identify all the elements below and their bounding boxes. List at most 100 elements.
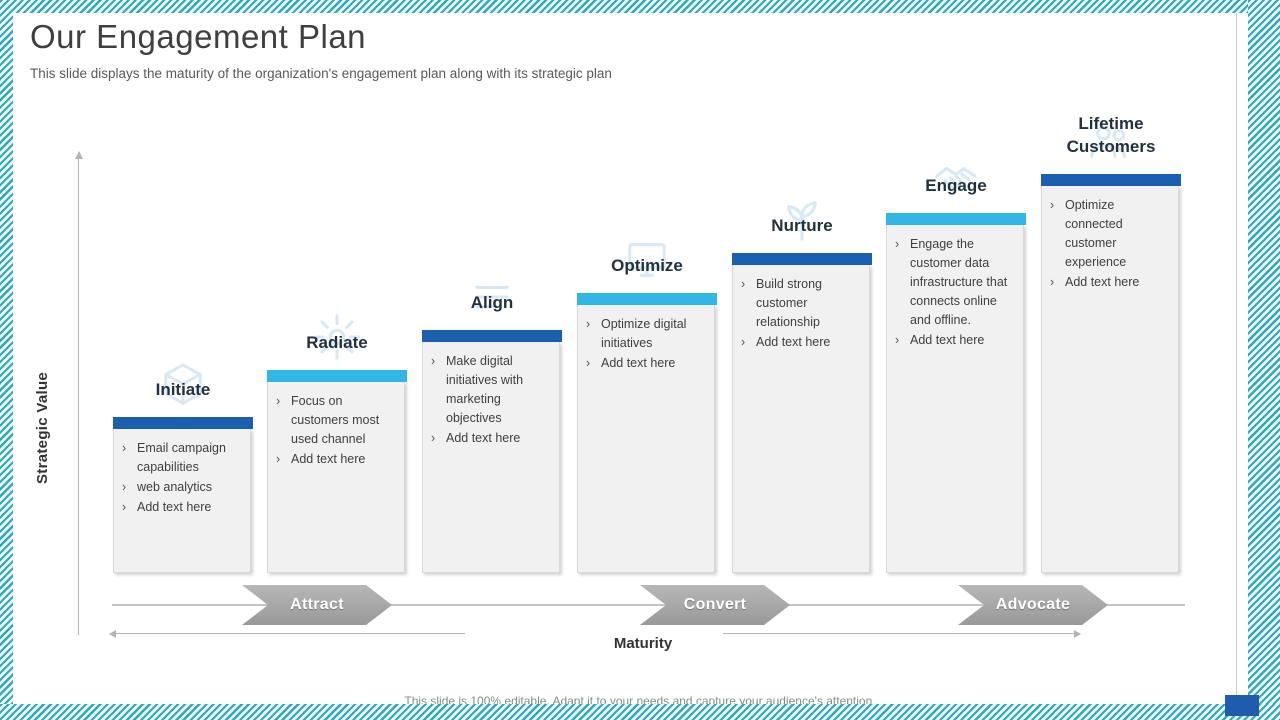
bullet-marker: › xyxy=(741,335,746,349)
striped-border-bottom xyxy=(0,704,1280,720)
bullet-text: Add text here xyxy=(446,431,521,445)
stage-bullet-list: › Engage the customer data infrastructure… xyxy=(895,235,1018,350)
bullet-marker: › xyxy=(1050,198,1055,212)
bullet-marker: › xyxy=(895,237,900,251)
bullet-text: Engage the customer data infrastructure … xyxy=(910,237,1008,327)
bullet-text: Add text here xyxy=(291,452,366,466)
stage-bar xyxy=(267,370,407,382)
stage-column: Initiate › Email campaign capabilities › we… xyxy=(113,0,253,573)
stage-column: Lifetime Customers ›Optimize connected c… xyxy=(1041,0,1181,573)
align-lines-icon xyxy=(469,274,515,320)
stage-card: ›Focus on customers most used channel › Ad… xyxy=(267,382,405,573)
y-axis-label: Strategic Value xyxy=(34,371,51,485)
bullet-item: › Engage the customer data infrastructure… xyxy=(895,235,1018,330)
stage-bar xyxy=(886,213,1026,225)
stage-bullet-list: › Make digital initiatives with marketing… xyxy=(431,352,554,448)
stage-card: › Optimize digital initiatives › Add text h… xyxy=(577,305,715,573)
bullet-marker: › xyxy=(431,431,436,445)
plant-icon xyxy=(779,197,825,243)
bullet-marker: › xyxy=(586,356,591,370)
box-icon xyxy=(160,361,206,407)
stage-title: Align xyxy=(470,293,514,312)
bullet-item: › Add text here xyxy=(276,450,399,469)
decorative-vertical-line xyxy=(1236,13,1237,696)
stage-title: Lifetime Customers xyxy=(1066,114,1156,156)
bullet-item: ›Optimize connected customer experience xyxy=(1050,196,1173,272)
stage-bullet-list: ›Optimize connected customer experience›… xyxy=(1050,196,1173,292)
bullet-text: Build strong customer relationship xyxy=(756,277,823,329)
bullet-marker: › xyxy=(122,480,127,494)
stage-bullet-list: › Optimize digital initiatives › Add text h… xyxy=(586,315,709,373)
bullet-item: › Add text here xyxy=(431,429,554,448)
stage-bar xyxy=(113,417,253,429)
bullet-text: Make digital initiatives with marketing … xyxy=(446,354,524,425)
bullet-marker: › xyxy=(122,500,127,514)
bullet-marker: › xyxy=(895,333,900,347)
accent-square xyxy=(1225,695,1259,716)
stage-title: Nurture xyxy=(771,216,833,235)
stage-bullet-list: › Email campaign capabilities › web analyti… xyxy=(122,439,245,517)
striped-border-left xyxy=(0,0,13,720)
bullet-text: web analytics xyxy=(137,480,213,494)
stage-bullet-list: ›Focus on customers most used channel › Ad… xyxy=(276,392,399,469)
flow-arrow-label: Attract xyxy=(290,596,344,613)
maturity-axis-left-arrow xyxy=(109,629,465,638)
stage-card: ›Build strong customer relationship›Add … xyxy=(732,265,870,573)
bullet-marker: › xyxy=(122,441,127,455)
stage-card: › Make digital initiatives with marketing… xyxy=(422,342,560,573)
flow-arrow-label: Advocate xyxy=(995,596,1071,613)
strategic-value-axis-line xyxy=(74,151,83,635)
maturity-axis-right-arrow xyxy=(723,629,1081,638)
stage-column: Nurture ›Build strong customer relations… xyxy=(732,0,872,573)
bullet-marker: › xyxy=(1050,275,1055,289)
sun-rays-icon xyxy=(314,314,360,360)
stage-column: Radiate ›Focus on customers most used ch… xyxy=(267,0,407,573)
bullet-item: › Make digital initiatives with marketing… xyxy=(431,352,554,428)
stage-bar xyxy=(1041,174,1181,186)
stage-bar xyxy=(732,253,872,265)
stage-card: › Engage the customer data infrastructure… xyxy=(886,225,1024,573)
monitor-icon xyxy=(624,237,670,283)
bullet-item: ›Focus on customers most used channel xyxy=(276,392,399,449)
bullet-text: Optimize digital initiatives xyxy=(601,317,687,350)
bullet-item: › Add text here xyxy=(586,354,709,373)
page-subtitle: This slide displays the maturity of the … xyxy=(30,66,612,81)
striped-border-right xyxy=(1248,0,1280,720)
bullet-text: Focus on customers most used channel xyxy=(291,394,380,446)
stage-column: Engage › Engage the customer data infrast… xyxy=(886,0,1026,573)
bullet-item: ›Add text here xyxy=(122,498,245,517)
x-axis-label: Maturity xyxy=(613,635,673,652)
stage-title: Optimize xyxy=(611,256,683,275)
striped-border-top xyxy=(0,0,1280,13)
stage-title: Radiate xyxy=(306,333,368,352)
stage-bar xyxy=(422,330,562,342)
stage-title: Engage xyxy=(925,176,987,195)
bullet-item: ›Build strong customer relationship xyxy=(741,275,864,332)
bullet-text: Add text here xyxy=(1065,275,1140,289)
stage-card: › Email campaign capabilities › web analyti… xyxy=(113,429,251,573)
bullet-item: › Add text here xyxy=(1050,273,1173,292)
stage-column: Align › Make digital initiatives with mar… xyxy=(422,0,562,573)
stage-bar xyxy=(577,293,717,305)
bullet-item: ›Add text here xyxy=(741,333,864,352)
flow-arrow-label: Convert xyxy=(683,596,747,613)
bullet-text: Add text here xyxy=(910,333,985,347)
bullet-text: Add text here xyxy=(601,356,676,370)
bullet-marker: › xyxy=(276,452,281,466)
stage-title: Initiate xyxy=(155,380,211,399)
bullet-text: Email campaign capabilities xyxy=(137,441,226,474)
bullet-item: › web analytics xyxy=(122,478,245,497)
people-icon xyxy=(1088,118,1134,164)
bullet-item: › Email campaign capabilities xyxy=(122,439,245,477)
handshake-icon xyxy=(933,157,979,203)
bullet-item: › Optimize digital initiatives xyxy=(586,315,709,353)
bullet-marker: › xyxy=(431,354,436,368)
flow-axis-line xyxy=(112,604,1185,606)
bullet-item: › Add text here xyxy=(895,331,1018,350)
bullet-marker: › xyxy=(586,317,591,331)
stage-bullet-list: ›Build strong customer relationship›Add … xyxy=(741,275,864,352)
stage-card: ›Optimize connected customer experience›… xyxy=(1041,186,1179,573)
stage-column: Optimize › Optimize digital initiatives › A… xyxy=(577,0,717,573)
page-title: Our Engagement Plan xyxy=(30,18,367,55)
